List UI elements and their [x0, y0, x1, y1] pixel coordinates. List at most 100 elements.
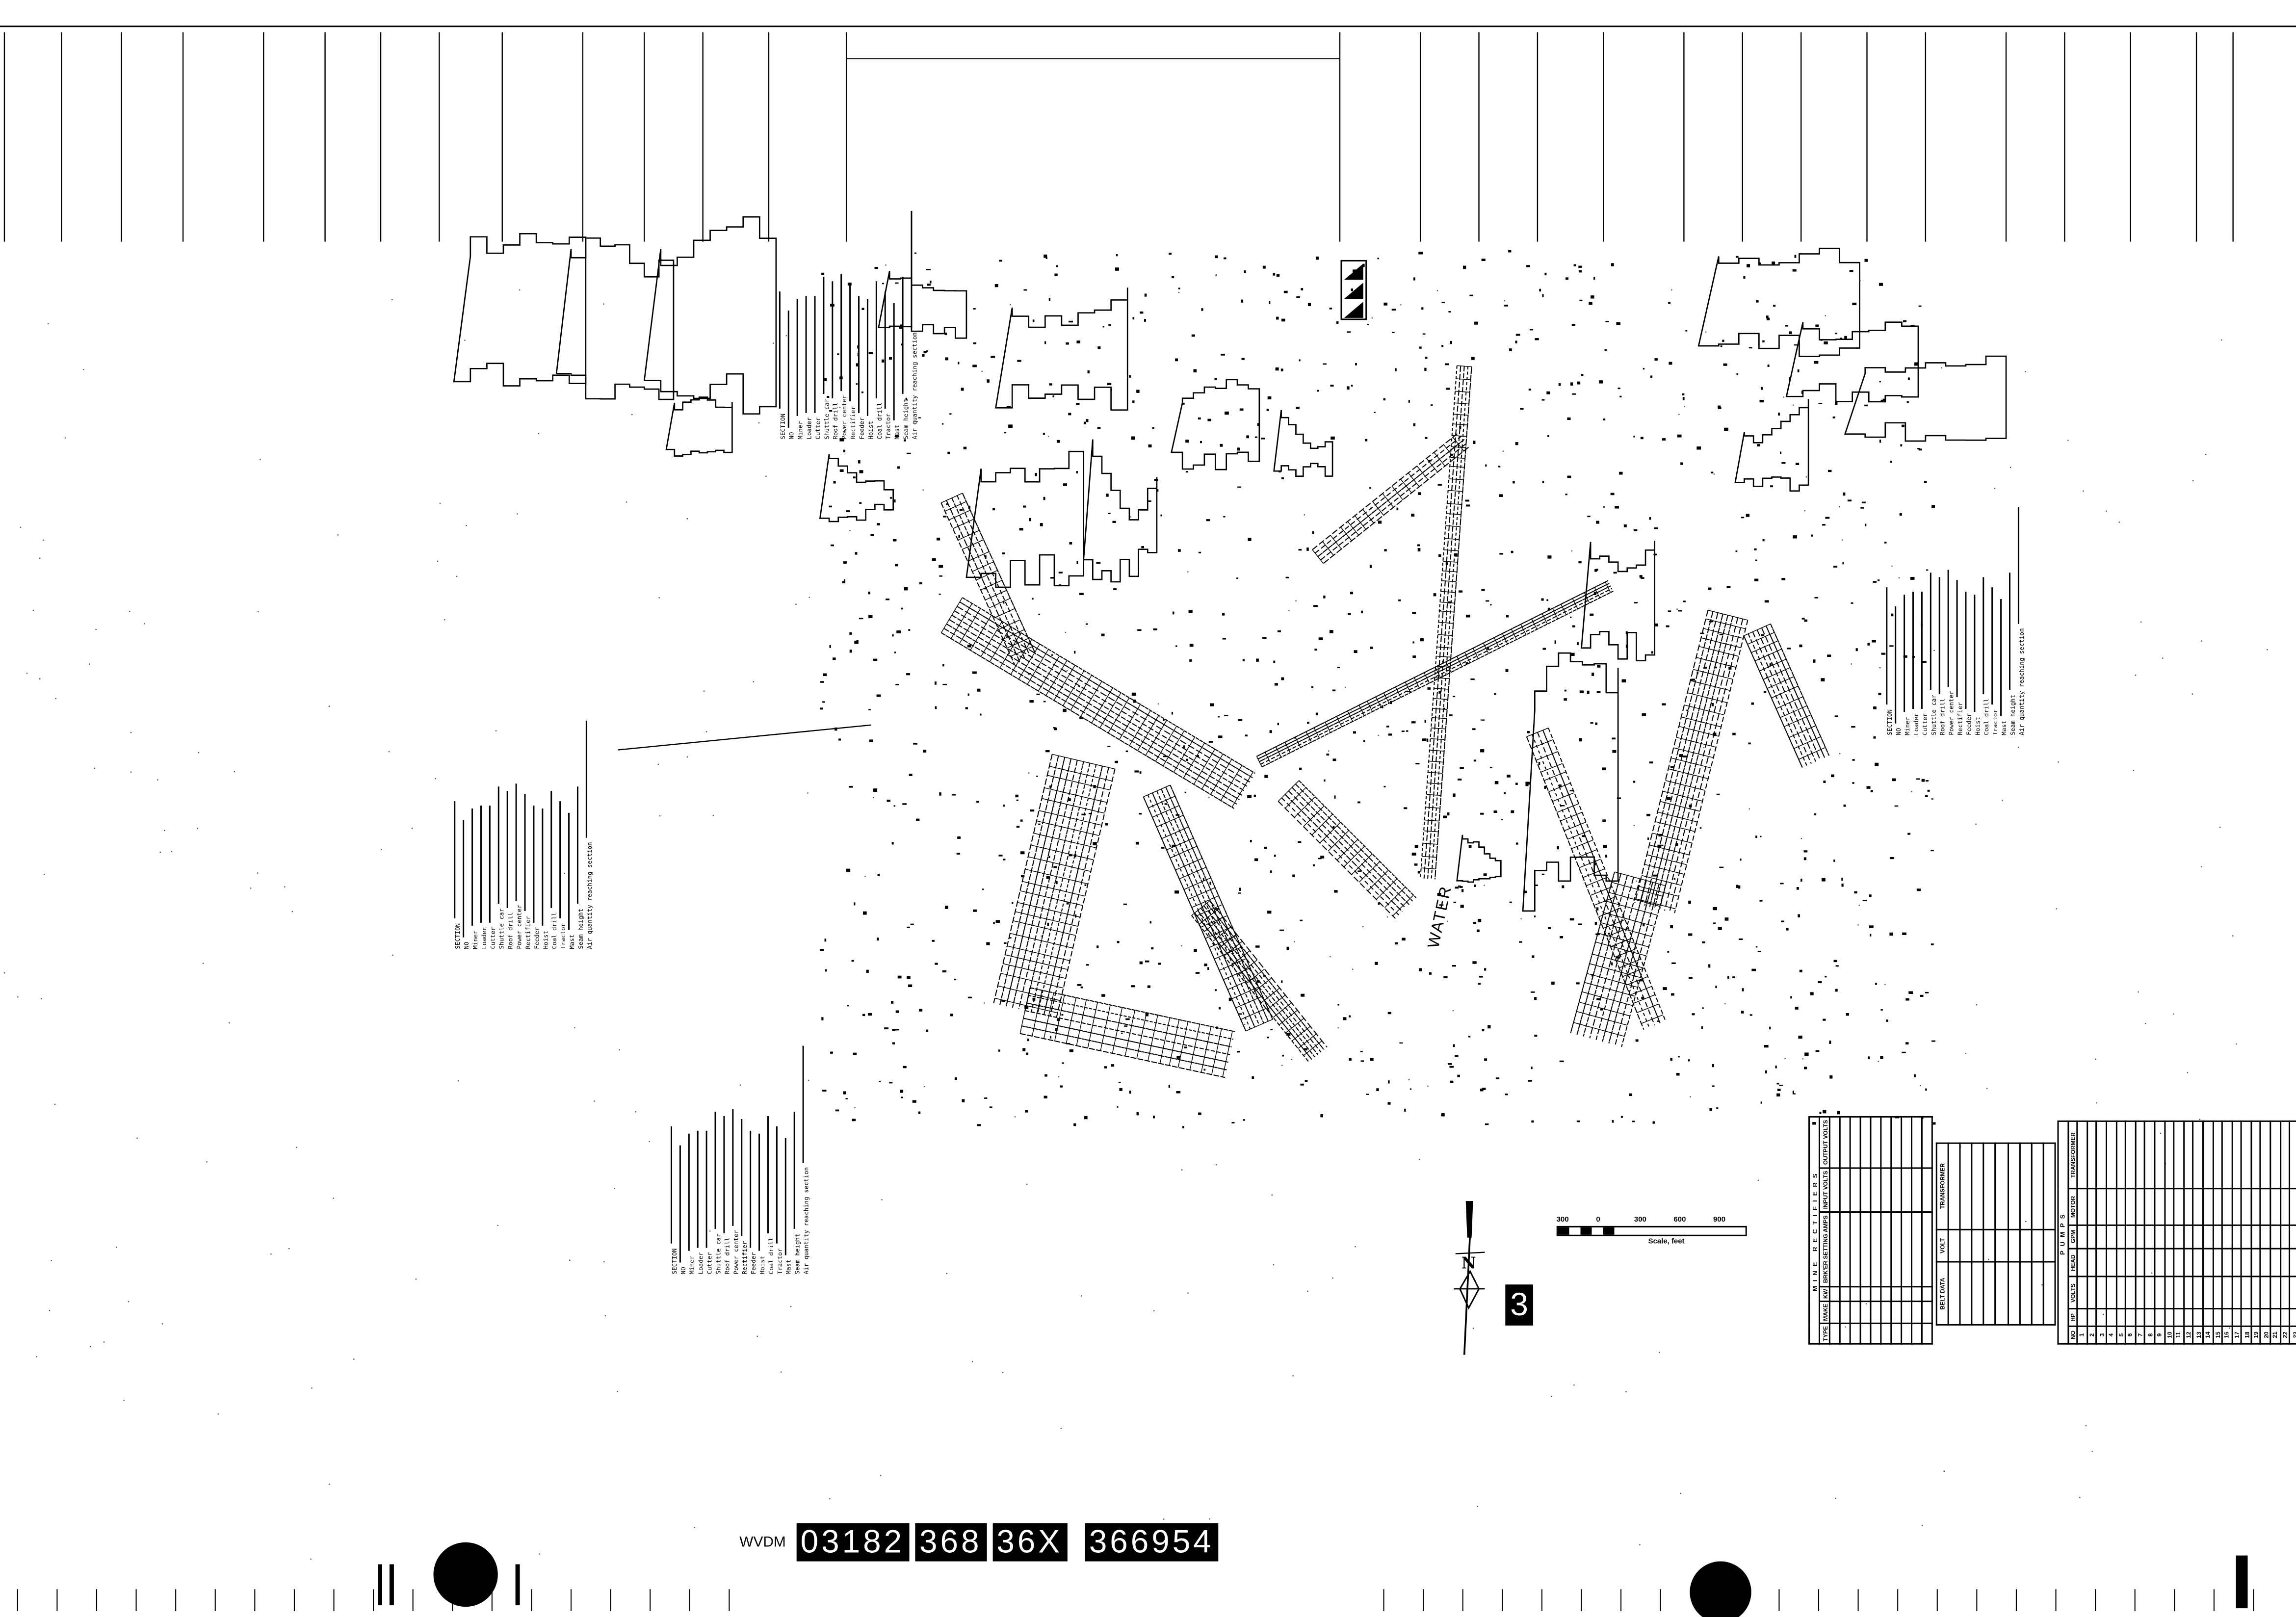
speck: [1632, 1121, 1635, 1122]
speck: [1589, 302, 1592, 305]
speck: [1592, 673, 1594, 676]
speck: [1799, 644, 1802, 648]
table-cell: [1911, 1168, 1922, 1212]
legend-row: Roof drill: [723, 1116, 732, 1274]
pump-number: 21: [2270, 1326, 2280, 1344]
speck: [864, 876, 866, 877]
speck: [1673, 878, 1676, 880]
speck: [1873, 581, 1877, 583]
speck: [1069, 542, 1072, 545]
speck: [1076, 561, 1078, 564]
speck: [296, 1147, 297, 1148]
speck: [1760, 1101, 1762, 1104]
mine-entry: [957, 606, 1251, 783]
pump-number: 7: [2135, 1326, 2145, 1344]
speck: [1473, 441, 1476, 444]
speck: [1114, 760, 1118, 763]
crosscut: [1261, 988, 1280, 1003]
speck: [1541, 873, 1545, 875]
legend-entry-line: [542, 809, 544, 927]
crosscut: [1045, 660, 1068, 696]
speck: [1713, 907, 1717, 911]
speck: [1831, 774, 1834, 778]
speck: [1640, 979, 1644, 982]
speck: [1326, 754, 1330, 756]
speck: [1642, 713, 1646, 716]
speck: [1447, 920, 1448, 922]
legend-label: Loader: [480, 927, 488, 949]
speck: [1461, 889, 1464, 892]
speck: [1215, 989, 1217, 991]
speck: [1986, 1088, 1988, 1089]
mine-entry: [959, 601, 1253, 779]
speck: [833, 657, 836, 660]
speck: [894, 652, 896, 653]
speck: [1542, 648, 1546, 650]
speck: [270, 1253, 272, 1255]
speck: [1519, 941, 1522, 943]
speck: [1030, 809, 1035, 812]
speck: [1044, 701, 1046, 703]
legend-row: Loader: [1912, 589, 1921, 735]
speck: [1804, 619, 1808, 622]
crosscut: [1007, 638, 1029, 649]
table-row: [1901, 1117, 1912, 1344]
speck: [1045, 257, 1047, 260]
speck: [1053, 728, 1057, 730]
speck: [1596, 691, 1601, 693]
crosscut: [1438, 622, 1454, 624]
pump-number: 6: [2125, 1326, 2136, 1344]
speck: [1922, 1116, 1924, 1119]
table-row: 8: [2145, 1121, 2155, 1344]
speck: [1546, 391, 1550, 394]
speck: [1017, 360, 1021, 362]
table-cell: [2125, 1309, 2136, 1326]
speck: [1931, 505, 1935, 508]
speck: [1899, 513, 1902, 516]
table-cell: [2087, 1121, 2097, 1189]
speck: [2138, 991, 2139, 993]
legend-row: Air quantity reaching section: [911, 210, 919, 440]
legend-label: Roof drill: [1938, 698, 1946, 735]
table-cell: [2222, 1309, 2232, 1326]
legend-entry-line: [2000, 599, 2002, 716]
speck: [1569, 918, 1574, 921]
speck: [862, 911, 867, 915]
crosscut: [1633, 994, 1655, 1004]
table-cell: [2270, 1189, 2280, 1225]
speck: [1777, 1089, 1781, 1091]
crosscut: [1434, 688, 1449, 690]
crosscut: [1020, 890, 1083, 906]
mine-entry: [1161, 788, 1264, 1024]
crosscut: [1003, 629, 1025, 640]
speck: [1426, 738, 1429, 742]
speck: [1741, 1011, 1744, 1014]
speck: [2145, 1022, 2146, 1024]
pump-number: 8: [2145, 1326, 2155, 1344]
mine-entry: [1621, 886, 1666, 1047]
speck: [1757, 1179, 1759, 1181]
crosscut: [1179, 866, 1206, 880]
speck: [1724, 917, 1729, 921]
speck: [892, 634, 894, 637]
speck: [1032, 997, 1036, 1001]
legend-label: SECTION: [454, 923, 462, 949]
speck: [879, 1081, 881, 1082]
speck: [1453, 696, 1456, 698]
crosscut: [1044, 992, 1054, 1039]
speck: [944, 906, 948, 909]
legend-label: Hoist: [758, 1255, 766, 1275]
speck: [1932, 1122, 1936, 1125]
speck: [55, 698, 56, 700]
speck: [930, 280, 932, 284]
speck: [1187, 1292, 1189, 1294]
speck: [1453, 793, 1456, 797]
legend-label: Coal drill: [1983, 698, 1990, 735]
speck: [1736, 885, 1739, 888]
speck: [1835, 401, 1838, 405]
speck: [1471, 357, 1475, 360]
speck: [1449, 714, 1453, 716]
